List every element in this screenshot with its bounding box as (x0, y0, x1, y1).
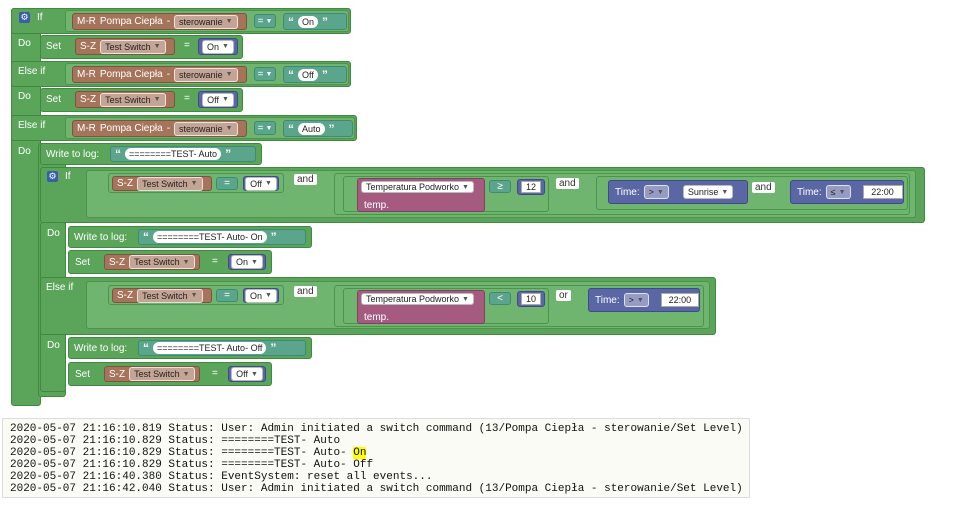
value-dropdown[interactable]: Off▼ (228, 366, 266, 382)
number-block[interactable]: 10 (517, 291, 545, 307)
operator-dropdown[interactable]: = (216, 289, 238, 302)
log-line: 2020-05-07 21:16:40.380 Status: EventSys… (10, 471, 433, 483)
sensor-field: temp. (364, 200, 390, 211)
log-line: 2020-05-07 21:16:10.829 Status: ========… (10, 435, 341, 447)
device-block-1[interactable]: M-R Pompa Ciepła - sterowanie▼ (72, 13, 247, 30)
device-type-label: M-R (77, 16, 96, 27)
log-line: 2020-05-07 21:16:10.829 Status: ========… (10, 447, 367, 459)
number-block[interactable]: 12 (517, 179, 545, 195)
operator-dropdown[interactable]: =▼ (254, 121, 276, 135)
sensor-dropdown[interactable]: Temperatura Podworko▼ (361, 181, 474, 193)
value-dropdown[interactable]: Off▼ (243, 176, 279, 191)
operator-dropdown[interactable]: ≥ (489, 180, 511, 193)
value-dropdown[interactable]: Off▼ (198, 91, 238, 108)
property-dropdown[interactable]: sterowanie▼ (174, 14, 238, 29)
value-dropdown[interactable]: On▼ (243, 288, 279, 303)
if-label: If (37, 12, 43, 23)
set-label: Set (46, 41, 62, 52)
string-block-2[interactable]: “Off” (283, 66, 347, 83)
time-block-1[interactable]: Time:>▼ Sunrise▼ (608, 180, 748, 204)
log-string-1[interactable]: “========TEST- Auto” (110, 146, 256, 162)
time-block-2[interactable]: Time:≤▼ 22:00 (790, 180, 904, 204)
operator-dropdown[interactable]: =▼ (254, 67, 276, 81)
log-panel[interactable]: 2020-05-07 21:16:10.819 Status: User: Ad… (2, 418, 750, 498)
value-dropdown[interactable]: On▼ (198, 38, 238, 55)
do-label: Do (18, 38, 31, 49)
string-block-3[interactable]: “Auto” (283, 120, 353, 137)
log-line: 2020-05-07 21:16:10.829 Status: ========… (10, 459, 374, 471)
string-block-1[interactable]: “On” (283, 13, 347, 30)
sensor-field: temp. (364, 312, 390, 323)
log-string-3[interactable]: “========TEST- Auto- Off” (138, 340, 306, 356)
gear-icon[interactable]: ⚙ (47, 171, 58, 182)
log-string-2[interactable]: “========TEST- Auto- On” (138, 229, 306, 245)
gear-icon[interactable]: ⚙ (19, 12, 30, 23)
log-highlight: On (353, 447, 367, 459)
string-value[interactable]: On (298, 15, 319, 28)
device-name-label: Pompa Ciepła (99, 16, 163, 27)
sensor-dropdown[interactable]: Temperatura Podworko▼ (361, 293, 474, 305)
operator-dropdown[interactable]: = (216, 177, 238, 190)
log-line: 2020-05-07 21:16:42.040 Status: User: Ad… (10, 483, 743, 495)
value-dropdown[interactable]: On▼ (228, 254, 266, 270)
operator-dropdown[interactable]: < (489, 292, 511, 305)
switch-dropdown[interactable]: Test Switch▼ (100, 39, 166, 54)
log-line: 2020-05-07 21:16:10.819 Status: User: Ad… (10, 423, 743, 435)
time-block-3[interactable]: Time:>▼ 22:00 (588, 288, 700, 312)
operator-dropdown[interactable]: =▼ (254, 14, 276, 28)
